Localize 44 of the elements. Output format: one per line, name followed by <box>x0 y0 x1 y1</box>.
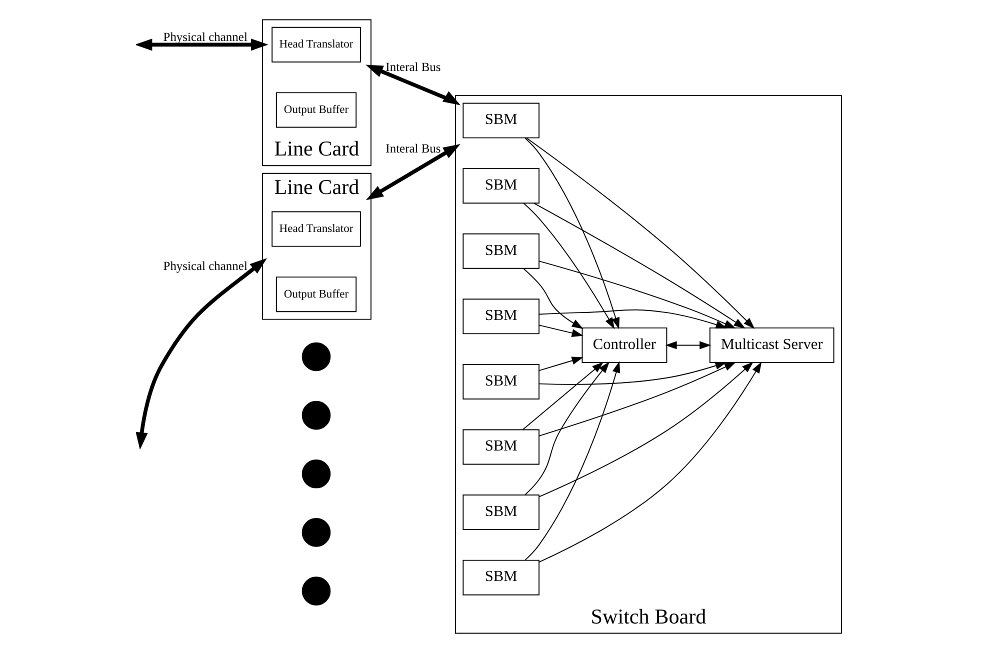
node-box: SBM <box>462 364 540 400</box>
node-box: Head Translator <box>272 26 361 62</box>
node-box: Output Buffer <box>276 92 357 128</box>
arrow <box>366 144 460 200</box>
node-box: Controller <box>582 327 668 363</box>
arrow <box>538 260 736 329</box>
node-box: SBM <box>462 102 540 138</box>
node-box: SBM <box>462 429 540 465</box>
arrow <box>538 324 584 337</box>
arrow <box>524 361 620 561</box>
arrow <box>522 362 604 430</box>
arrow <box>538 309 728 329</box>
node-circle <box>302 342 331 372</box>
arrow <box>524 138 620 330</box>
arrow <box>538 362 736 436</box>
arrow <box>523 202 615 330</box>
arrow <box>538 362 754 498</box>
node-box: Head Translator <box>272 211 361 247</box>
node-box: SBM <box>462 494 540 530</box>
node-circle <box>302 576 331 606</box>
arrow <box>524 362 610 496</box>
node-box: Multicast Server <box>709 327 834 363</box>
arrow <box>538 356 584 372</box>
node-box: Output Buffer <box>276 276 357 312</box>
node-circle <box>302 400 331 430</box>
arrow <box>533 202 746 328</box>
arrow <box>366 64 460 106</box>
node-box: SBM <box>462 560 540 596</box>
node-box: SBM <box>462 168 540 204</box>
arrow <box>526 137 755 329</box>
edge-label: Physical channel <box>163 30 248 44</box>
arrow <box>523 268 584 329</box>
edge-label: Interal Bus <box>386 142 441 156</box>
node-circle <box>302 460 331 488</box>
node-box: SBM <box>462 298 540 334</box>
node-circle <box>302 518 331 547</box>
arrow <box>538 362 727 385</box>
arrow <box>538 362 762 562</box>
edge-label: Interal Bus <box>386 60 441 74</box>
edge-label: Physical channel <box>163 258 248 273</box>
arrow <box>665 341 712 350</box>
arrow <box>136 258 268 450</box>
node-box: SBM <box>462 233 540 269</box>
arrow <box>136 38 268 51</box>
